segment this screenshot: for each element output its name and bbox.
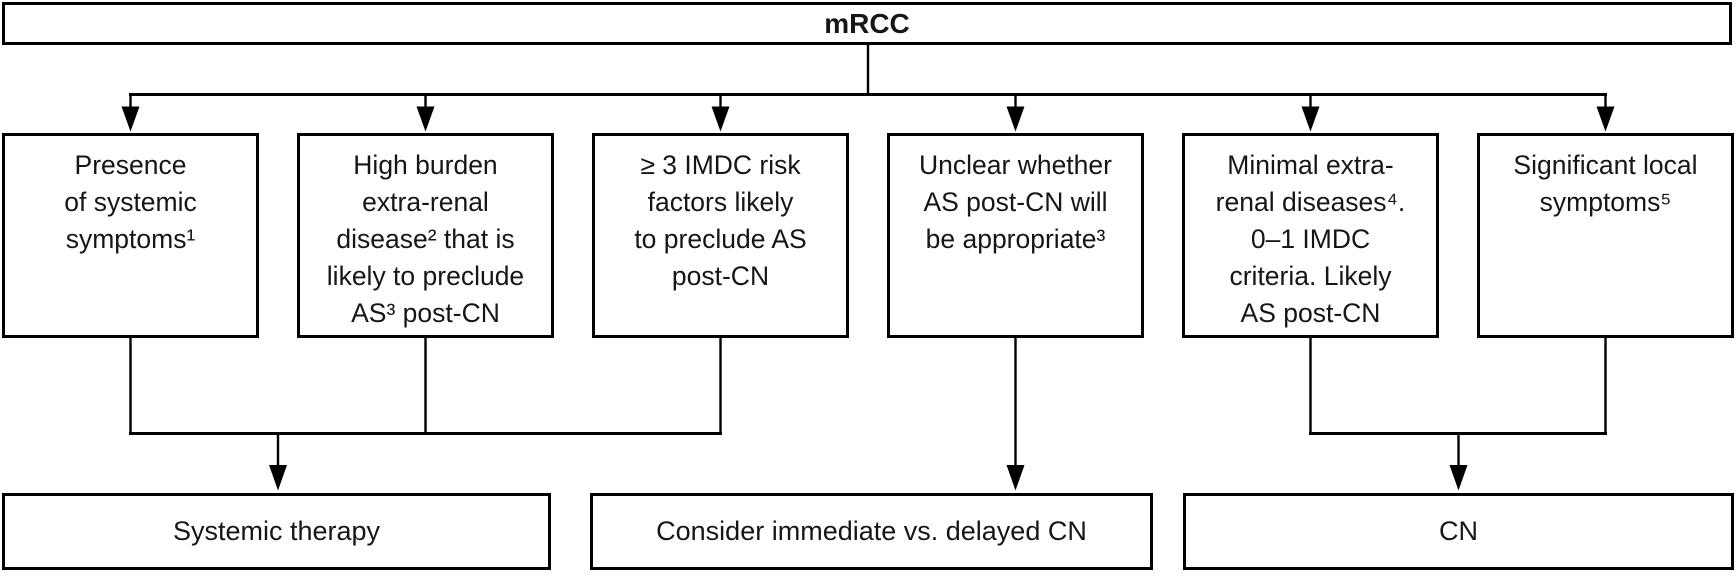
criteria-label: Significant local symptoms⁵ (1513, 150, 1698, 217)
outcome-label: CN (1439, 516, 1478, 546)
outcome-box-immediate-vs-delayed-cn: Consider immediate vs. delayed CN (590, 493, 1153, 570)
arrow-down-icon (1449, 465, 1468, 491)
arrow-down-icon (121, 106, 140, 132)
criteria-label: Minimal extra- renal diseases⁴. 0–1 IMDC… (1215, 150, 1406, 328)
outcome-label: Consider immediate vs. delayed CN (656, 516, 1087, 546)
root-box-mrcc: mRCC (2, 2, 1732, 45)
criteria-box-unclear-as-post-cn: Unclear whether AS post-CN will be appro… (887, 133, 1144, 338)
middle-drop-connector (1006, 337, 1025, 491)
arrow-down-icon (1006, 106, 1025, 132)
criteria-label: High burden extra-renal disease² that is… (326, 150, 525, 328)
arrow-down-icon (1596, 106, 1615, 132)
criteria-box-local-symptoms: Significant local symptoms⁵ (1477, 133, 1734, 338)
outcome-box-systemic-therapy: Systemic therapy (2, 493, 551, 570)
criteria-box-imdc-risk-factors: ≥ 3 IMDC risk factors likely to preclude… (592, 133, 849, 338)
criteria-box-high-burden-extra-renal: High burden extra-renal disease² that is… (297, 133, 554, 338)
criteria-box-systemic-symptoms: Presence of systemic symptoms¹ (2, 133, 259, 338)
criteria-label: ≥ 3 IMDC risk factors likely to preclude… (634, 150, 807, 291)
gather-left-connector (129, 337, 722, 491)
criteria-label: Presence of systemic symptoms¹ (64, 150, 197, 254)
top-connector (121, 45, 1615, 132)
arrow-down-icon (1006, 465, 1025, 491)
criteria-box-minimal-extra-renal: Minimal extra- renal diseases⁴. 0–1 IMDC… (1182, 133, 1439, 338)
arrow-down-icon (416, 106, 435, 132)
outcome-box-cn: CN (1183, 493, 1734, 570)
gather-right-connector (1309, 337, 1607, 491)
arrow-down-icon (269, 465, 287, 491)
criteria-label: Unclear whether AS post-CN will be appro… (919, 150, 1112, 254)
outcome-label: Systemic therapy (172, 516, 381, 546)
arrow-down-icon (1301, 106, 1320, 132)
root-label: mRCC (824, 7, 910, 39)
arrow-down-icon (711, 106, 730, 132)
